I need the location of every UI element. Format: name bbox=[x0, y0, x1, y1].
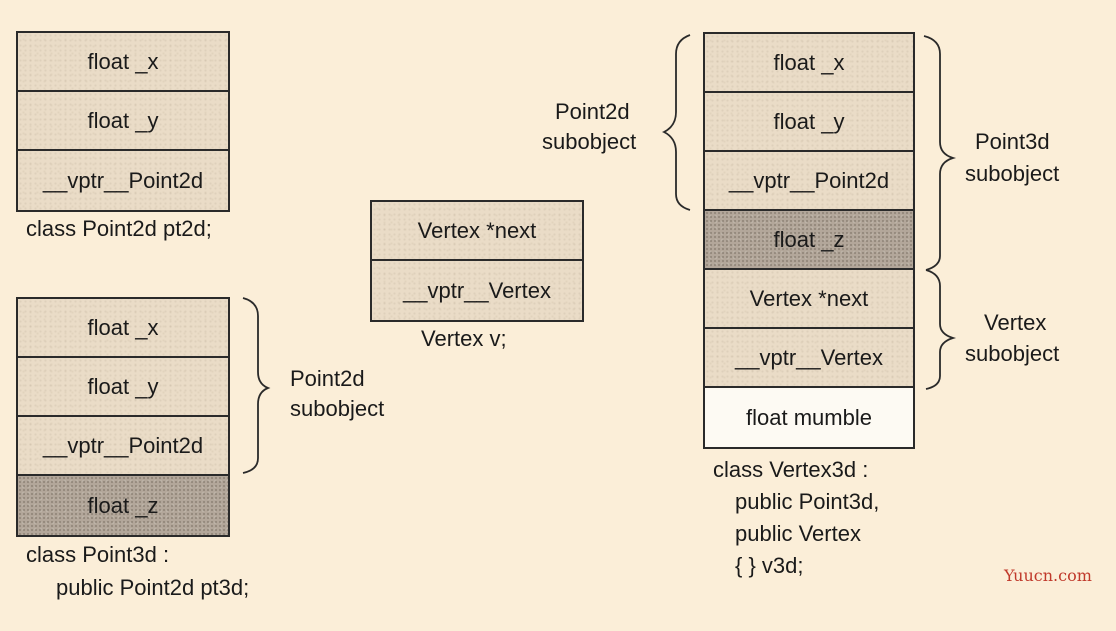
v3d-caption-line4: { } v3d; bbox=[735, 553, 804, 578]
pt3d-caption-line2: public Point2d pt3d; bbox=[56, 575, 250, 600]
v3d-vptr-point2d: __vptr__Point2d bbox=[705, 152, 913, 211]
pt3d-layout: float _x float _y __vptr__Point2d float … bbox=[16, 297, 230, 537]
v3d-vptr-vertex: __vptr__Vertex bbox=[705, 329, 913, 388]
vertex-vptr: __vptr__Vertex bbox=[372, 261, 582, 320]
watermark: Yuucn.com bbox=[1004, 566, 1092, 585]
pt2d-caption: class Point2d pt2d; bbox=[26, 216, 212, 241]
pt3d-field-x: float _x bbox=[18, 299, 228, 358]
v3d-right-bottom-brace bbox=[925, 269, 957, 390]
vertex-field-next: Vertex *next bbox=[372, 202, 582, 261]
pt2d-layout: float _x float _y __vptr__Point2d bbox=[16, 31, 230, 212]
v3d-layout: float _x float _y __vptr__Point2d float … bbox=[703, 32, 915, 449]
pt3d-field-z: float _z bbox=[18, 476, 228, 535]
v3d-caption-line2: public Point3d, bbox=[735, 489, 880, 514]
pt2d-field-y: float _y bbox=[18, 92, 228, 151]
v3d-field-z: float _z bbox=[705, 211, 913, 270]
v3d-right-top-brace bbox=[923, 35, 957, 271]
pt3d-caption-line1: class Point3d : bbox=[26, 542, 170, 567]
v3d-field-mumble: float mumble bbox=[705, 388, 913, 447]
v3d-right-top-label-line1: Point3d bbox=[975, 129, 1050, 154]
v3d-right-top-label-line2: subobject bbox=[965, 161, 1060, 186]
pt3d-right-brace bbox=[242, 297, 271, 474]
pt3d-brace-label-line2: subobject bbox=[290, 396, 385, 421]
v3d-field-y: float _y bbox=[705, 93, 913, 152]
v3d-left-brace bbox=[661, 34, 691, 211]
v3d-field-next: Vertex *next bbox=[705, 270, 913, 329]
pt3d-vptr: __vptr__Point2d bbox=[18, 417, 228, 476]
pt3d-brace-label-line1: Point2d bbox=[290, 366, 365, 391]
vertex-caption: Vertex v; bbox=[421, 326, 507, 351]
v3d-left-label-line1: Point2d bbox=[555, 99, 630, 124]
v3d-right-bottom-label-line2: subobject bbox=[965, 341, 1060, 366]
v3d-caption-line1: class Vertex3d : bbox=[713, 457, 869, 482]
v3d-field-x: float _x bbox=[705, 34, 913, 93]
v3d-left-label-line2: subobject bbox=[542, 129, 637, 154]
v3d-caption-line3: public Vertex bbox=[735, 521, 861, 546]
v3d-right-bottom-label-line1: Vertex bbox=[984, 310, 1047, 335]
pt2d-vptr: __vptr__Point2d bbox=[18, 151, 228, 210]
pt3d-field-y: float _y bbox=[18, 358, 228, 417]
vertex-layout: Vertex *next __vptr__Vertex bbox=[370, 200, 584, 322]
pt2d-field-x: float _x bbox=[18, 33, 228, 92]
